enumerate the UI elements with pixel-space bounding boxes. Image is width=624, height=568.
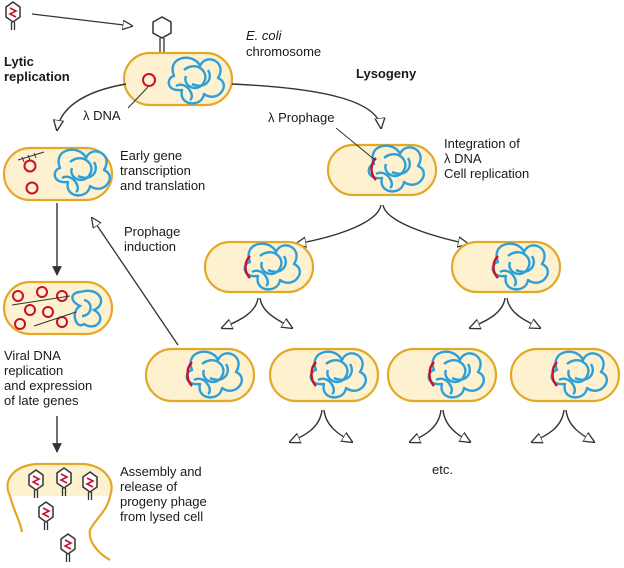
assembly-label: Assembly and release of progeny phage fr…: [120, 464, 207, 524]
incoming-phage-icon: [5, 1, 21, 31]
chromosome-label: chromosome: [246, 44, 322, 59]
phage-entry-arrow: [31, 13, 132, 26]
branch-gen3: [290, 409, 594, 442]
integration-label: Integration of λ DNA Cell replication: [444, 136, 530, 181]
cell-early-gene: [2, 146, 114, 202]
lambda-prophage-label: λ Prophage: [268, 110, 335, 125]
lysogeny-path-arrow: [231, 83, 381, 128]
cell-gen3-4: [509, 347, 621, 403]
cell-gen2-left: [203, 240, 315, 294]
lytic-path-arrow: [57, 83, 127, 130]
viral-dna-label: Viral DNA replication and expression of …: [4, 348, 93, 408]
cell-viral-replication: [2, 280, 114, 336]
lambda-dna-pointer: [127, 86, 149, 109]
prophage-induction-arrow: [92, 218, 179, 346]
cell-gen2-right: [450, 240, 562, 294]
ecoli-label: E. coli: [246, 28, 282, 43]
cell-gen3-3: [386, 347, 498, 403]
attached-phage-icon: [152, 16, 172, 53]
lysed-cell: [6, 462, 113, 563]
lytic-replication-label: Lytic replication: [4, 54, 70, 84]
lysogeny-label: Lysogeny: [356, 66, 417, 81]
branch-gen2: [222, 297, 540, 328]
prophage-pointer: [335, 127, 376, 161]
cell-gen3-2: [268, 347, 380, 403]
lambda-dna-label: λ DNA: [83, 108, 121, 123]
prophage-induction-label: Prophage induction: [124, 224, 181, 254]
cell-infected: [122, 51, 234, 107]
cell-lysogen: [326, 143, 438, 197]
branch-lysogen: [296, 204, 468, 244]
cell-gen3-1: [144, 347, 256, 403]
early-gene-label: Early gene transcription and translation: [120, 148, 206, 193]
etc-label: etc.: [432, 462, 453, 477]
